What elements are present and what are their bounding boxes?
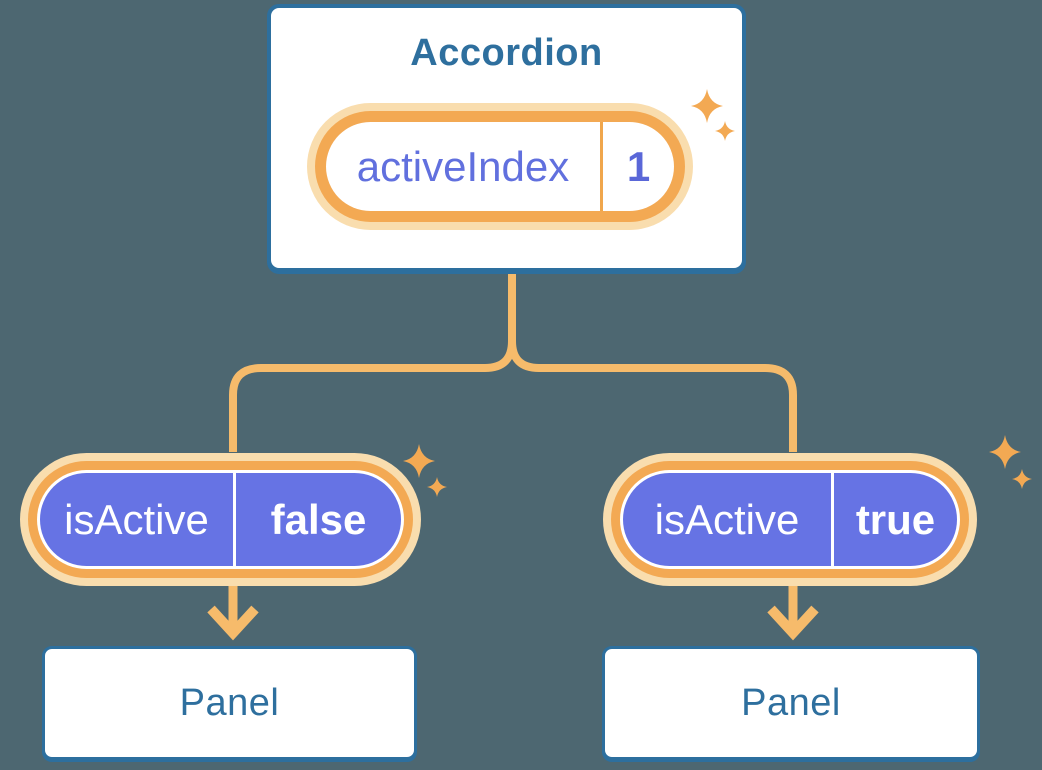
- sparkle-star-large: [691, 89, 723, 123]
- sparkle-star-small: [1012, 469, 1032, 489]
- prop-pill-divider: [233, 473, 236, 566]
- sparkle-star-large: [989, 435, 1021, 469]
- accordion-card: Accordion activeIndex 1: [267, 4, 746, 272]
- prop-pill-ring: isActive true: [611, 461, 969, 578]
- prop-pill-label: isActive: [654, 495, 800, 543]
- prop-pill-body: isActive true: [623, 473, 957, 566]
- panel-card-right: Panel: [602, 646, 980, 760]
- sparkle-icon: [989, 435, 1032, 489]
- arrow-head-right: [767, 605, 819, 641]
- state-pill-ring: activeIndex 1: [315, 111, 685, 222]
- prop-pill-isactive-false: isActive false: [20, 453, 421, 586]
- sparkle-icon: [691, 89, 735, 141]
- prop-pill-gap: isActive true: [620, 470, 960, 569]
- prop-pill-body: isActive false: [40, 473, 401, 566]
- state-pill-body: activeIndex 1: [326, 122, 674, 211]
- prop-pill-divider: [831, 473, 834, 566]
- state-pill-activeindex: activeIndex 1: [307, 103, 693, 230]
- panel-title: Panel: [741, 681, 841, 724]
- prop-pill-gap: isActive false: [37, 470, 404, 569]
- accordion-title: Accordion: [410, 32, 603, 74]
- prop-pill-ring: isActive false: [28, 461, 413, 578]
- prop-pill-value: true: [855, 495, 936, 543]
- sparkle-icon: [403, 444, 447, 497]
- prop-pill-label: isActive: [64, 495, 209, 543]
- prop-pill-value: false: [270, 495, 367, 543]
- state-pill-divider: [600, 122, 603, 211]
- panel-title: Panel: [179, 681, 280, 724]
- sparkle-star-small: [715, 121, 735, 141]
- sparkle-star-small: [427, 477, 447, 497]
- arrow-head-left: [207, 605, 259, 641]
- prop-pill-isactive-true: isActive true: [603, 453, 977, 586]
- panel-card-left: Panel: [42, 646, 417, 760]
- connector-branch-left: [229, 272, 516, 452]
- state-pill-label: activeIndex: [356, 142, 570, 190]
- sparkle-star-large: [403, 444, 435, 478]
- state-pill-value: 1: [626, 142, 651, 190]
- connector-branch-right: [508, 272, 797, 452]
